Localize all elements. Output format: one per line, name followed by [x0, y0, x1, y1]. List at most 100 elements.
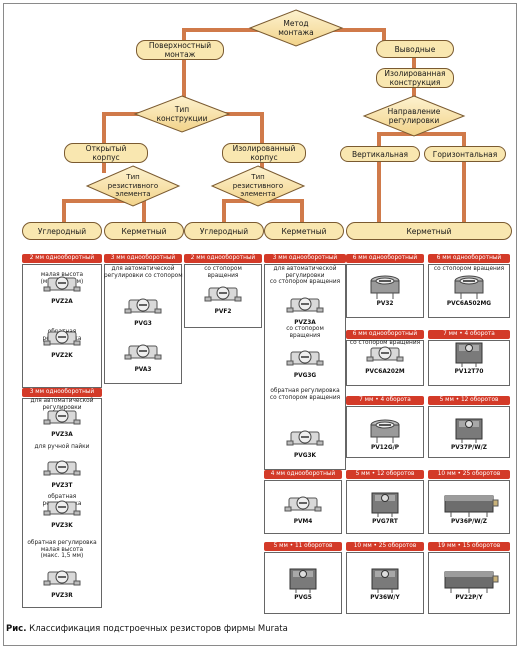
product-note: обратная регулировка со стопором вращени… — [269, 388, 341, 401]
product-note: для автоматической регулировки — [30, 398, 94, 411]
resistor-image — [366, 346, 404, 362]
part-number: PVG5 — [294, 595, 312, 601]
panel-header: 5 мм • 12 оборотов — [346, 470, 424, 479]
resistor-image — [43, 500, 81, 516]
decision-direction — [362, 95, 466, 137]
part-number: PVA3 — [134, 367, 152, 373]
product-image — [428, 564, 510, 594]
resistor-image — [124, 298, 162, 314]
product-note: со стопором вращения — [433, 266, 505, 272]
part-number: PV36P/W/Z — [451, 519, 487, 525]
resistor-image — [286, 430, 324, 446]
product-image — [346, 414, 424, 444]
product-image — [104, 336, 182, 366]
decision-construction — [133, 95, 231, 133]
node-insulated: Изолированный корпус — [222, 143, 306, 163]
panel-header: 6 мм однооборотный — [428, 254, 510, 263]
product-image — [428, 338, 510, 368]
part-number: PVZ3K — [51, 523, 73, 529]
product-image — [264, 564, 342, 594]
product-image — [264, 289, 346, 319]
product-panel — [104, 264, 182, 384]
product-image — [184, 278, 262, 308]
part-number: PVZ2K — [51, 353, 73, 359]
node-resist-type-2: Тип резистивного элемента — [232, 173, 284, 198]
product-image — [346, 564, 424, 594]
node-construction: Тип конструкции — [156, 105, 208, 123]
panel-header: 10 мм • 25 оборотов — [346, 542, 424, 551]
resistor-image — [43, 409, 81, 425]
product-image — [346, 488, 424, 518]
part-number: PV12G/P — [371, 445, 399, 451]
resistor-image — [370, 275, 400, 299]
product-image — [22, 452, 102, 482]
part-number: PVG7RT — [372, 519, 398, 525]
panel-header: 5 мм • 11 оборотов — [264, 542, 342, 551]
product-panel — [346, 406, 424, 458]
panel-header: 3 мм однооборотный — [104, 254, 182, 263]
part-number: PV32 — [376, 301, 394, 307]
product-note: со стопором вращения — [204, 266, 242, 279]
part-number: PVZ3A — [51, 432, 73, 438]
diagram-frame: { "nodes": { "method": "Метод\nмонтажа",… — [3, 3, 517, 646]
panel-header: 3 мм однооборотный — [264, 254, 346, 263]
part-number: PVG3G — [293, 373, 317, 379]
node-carbon-2: Углеродный — [184, 222, 264, 240]
part-number: PVZ2A — [51, 299, 73, 305]
part-number: PV12T70 — [454, 369, 484, 375]
resistor-image — [455, 342, 483, 367]
part-number: PVC6A502MG — [446, 301, 492, 307]
node-leads: Выводные — [376, 40, 454, 58]
resistor-image — [43, 460, 81, 476]
panel-header: 6 мм однооборотный — [346, 330, 424, 339]
node-open: Открытый корпус — [64, 143, 148, 163]
panel-header: 2 мм однооборотный — [22, 254, 102, 263]
panel-header: 4 мм однооборотный — [264, 470, 342, 479]
node-cermet-1: Керметный — [104, 222, 184, 240]
part-number: PVG3K — [293, 453, 317, 459]
resistor-image — [124, 344, 162, 360]
connector-layer — [62, 9, 466, 228]
product-image — [428, 488, 510, 518]
part-number: PVC6A202M — [365, 369, 405, 375]
decision-resist-2 — [210, 165, 306, 207]
resistor-image — [444, 571, 499, 593]
product-image — [22, 268, 102, 298]
resistor-image — [371, 492, 399, 517]
panel-header: 19 мм • 15 оборотов — [428, 542, 510, 551]
product-image — [264, 488, 342, 518]
node-insulated-construction: Изолированная конструкция — [376, 68, 454, 88]
resistor-image — [289, 568, 317, 593]
product-note: для ручной пайки — [34, 444, 90, 450]
product-note: для автоматической регулировки со стопор… — [104, 266, 215, 279]
panel-header: 10 мм • 25 оборотов — [428, 470, 510, 479]
resistor-image — [43, 330, 81, 346]
panel-header: 7 мм • 4 оборота — [346, 396, 424, 405]
node-carbon-1: Углеродный — [22, 222, 102, 240]
resistor-image — [454, 275, 484, 299]
node-resist-type-1: Тип резистивного элемента — [107, 173, 159, 198]
product-image — [346, 270, 424, 300]
panel-header: 6 мм однооборотный — [346, 254, 424, 263]
part-number: PVZ3T — [51, 483, 73, 489]
product-image — [22, 562, 102, 592]
figure-caption: Рис. Классификация подстроечных резистор… — [6, 624, 288, 634]
product-image — [22, 322, 102, 352]
caption-prefix: Рис. — [6, 624, 27, 634]
part-number: PV36W/Y — [370, 595, 400, 601]
product-image — [264, 422, 346, 452]
resistor-image — [370, 419, 400, 443]
caption-text: Классификация подстроечных резисторов фи… — [29, 624, 288, 634]
panel-header: 7 мм • 4 оборота — [428, 330, 510, 339]
panel-header: 5 мм • 12 оборотов — [428, 396, 510, 405]
part-number: PVG3 — [134, 321, 152, 327]
resistor-image — [455, 418, 483, 443]
resistor-image — [444, 495, 499, 517]
product-note: обратная регулировка малая высота (макс.… — [27, 540, 97, 559]
panel-header: 3 мм однооборотный — [22, 388, 102, 397]
decision-resist-1 — [85, 165, 181, 207]
node-direction: Направление регулировки — [387, 107, 441, 125]
resistor-image — [286, 350, 324, 366]
product-image — [428, 270, 510, 300]
part-number: PVZ3A — [294, 320, 316, 326]
